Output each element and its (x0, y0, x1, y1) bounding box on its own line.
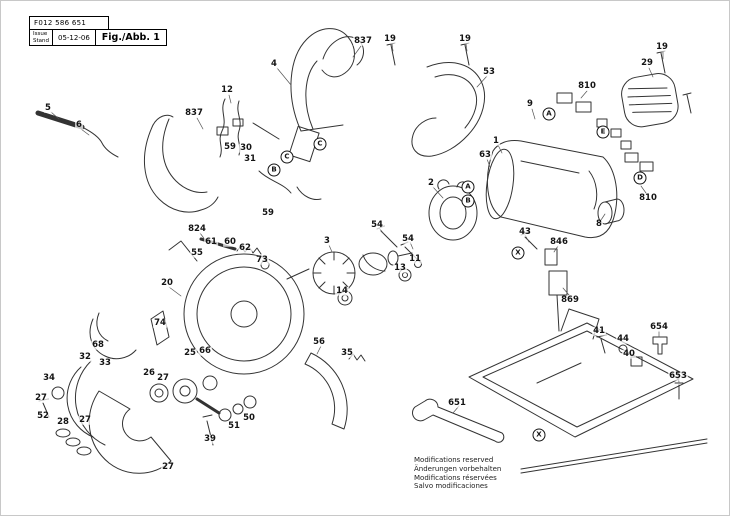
issue-stand-label: Issue Stand (29, 29, 53, 47)
notice-line: Modifications reserved (414, 456, 494, 464)
issue-label-de: Stand (33, 37, 49, 44)
title-block: F012 586 651 Issue Stand 05-12-06 Fig./A… (29, 16, 167, 47)
drawing-wrench (412, 398, 505, 443)
drawing-upper-guard (168, 240, 310, 375)
notice-line: Modifications réservées (414, 473, 497, 482)
drawing-main-handle (290, 28, 364, 132)
notice-line: Salvo modificaciones (414, 482, 488, 491)
drawing-depth-lever (199, 237, 270, 270)
drawing-stator (376, 179, 478, 264)
notice-line: Änderungen vorbehalten (414, 464, 502, 473)
leader-lines (50, 43, 680, 414)
drawing-brush-right (624, 152, 654, 172)
drawing-lower-guard (304, 352, 366, 430)
drawing-motor-cover (621, 73, 679, 128)
drawing-bevel-assembly (38, 360, 172, 474)
drawing-screws-19 (386, 42, 692, 114)
figure-label: Fig./Abb. 1 (94, 29, 167, 47)
drawing-armature (312, 250, 422, 306)
drawing-brackets (89, 310, 170, 360)
drawing-riving-bracket (520, 231, 568, 332)
drawing-gear (597, 198, 625, 225)
issue-label-en: Issue (33, 31, 48, 37)
drawing-wiring (216, 98, 322, 200)
drawing-flanges (149, 375, 257, 446)
drawing-aux-handle (411, 62, 485, 157)
issue-date: 05-12-06 (52, 29, 96, 47)
drawing-number: F012 586 651 (29, 16, 109, 30)
drawing-motor-housing (485, 140, 618, 239)
drawing-brush-top (556, 92, 632, 150)
drawing-front-grip (143, 114, 219, 213)
drawing-rod (35, 110, 119, 158)
drawing-base-plate (468, 308, 708, 474)
